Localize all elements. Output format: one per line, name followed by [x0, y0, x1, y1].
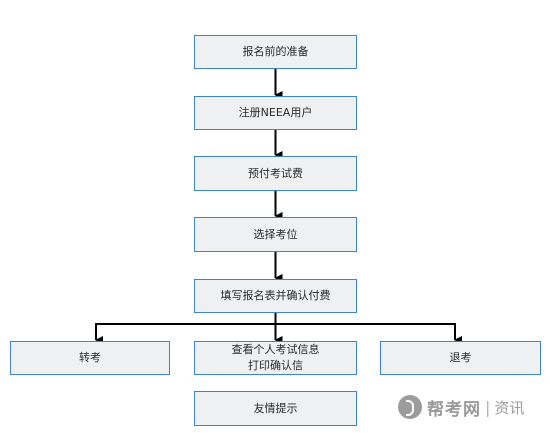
flow-branch-withdraw-label: 退考: [449, 351, 472, 364]
bangkao-logo-icon: [398, 395, 422, 419]
flow-step-prepay: 预付考试费: [194, 156, 357, 191]
flow-step-preparation: 报名前的准备: [194, 35, 357, 69]
flow-step-tips: 友情提示: [194, 391, 357, 426]
flow-step-register-label: 注册NEEA用户: [238, 106, 313, 119]
flow-branch-transfer-label: 转考: [79, 351, 101, 364]
watermark-separator: |: [485, 397, 491, 417]
watermark: 帮考网 | 资讯: [398, 393, 524, 421]
flow-step-preparation-label: 报名前的准备: [242, 45, 309, 58]
flow-step-select-seat: 选择考位: [194, 217, 357, 252]
flow-step-fill-form-label: 填写报名表并确认付费: [220, 289, 331, 302]
flow-branch-view-info-line2: 打印确认信: [248, 359, 303, 372]
flow-step-prepay-label: 预付考试费: [248, 166, 303, 180]
flow-branch-transfer: 转考: [10, 341, 170, 375]
flow-step-tips-label: 友情提示: [253, 401, 298, 415]
watermark-suffix: 资讯: [494, 398, 525, 417]
flow-branch-view-info: 查看个人考试信息 打印确认信: [194, 341, 357, 375]
flow-branch-withdraw: 退考: [380, 341, 541, 375]
flow-step-select-seat-label: 选择考位: [253, 227, 298, 241]
flow-step-register: 注册NEEA用户: [194, 96, 357, 130]
flow-branch-view-info-line1: 查看个人考试信息: [231, 343, 320, 356]
flow-step-fill-form: 填写报名表并确认付费: [194, 279, 357, 313]
watermark-brand: 帮考网: [427, 399, 481, 420]
